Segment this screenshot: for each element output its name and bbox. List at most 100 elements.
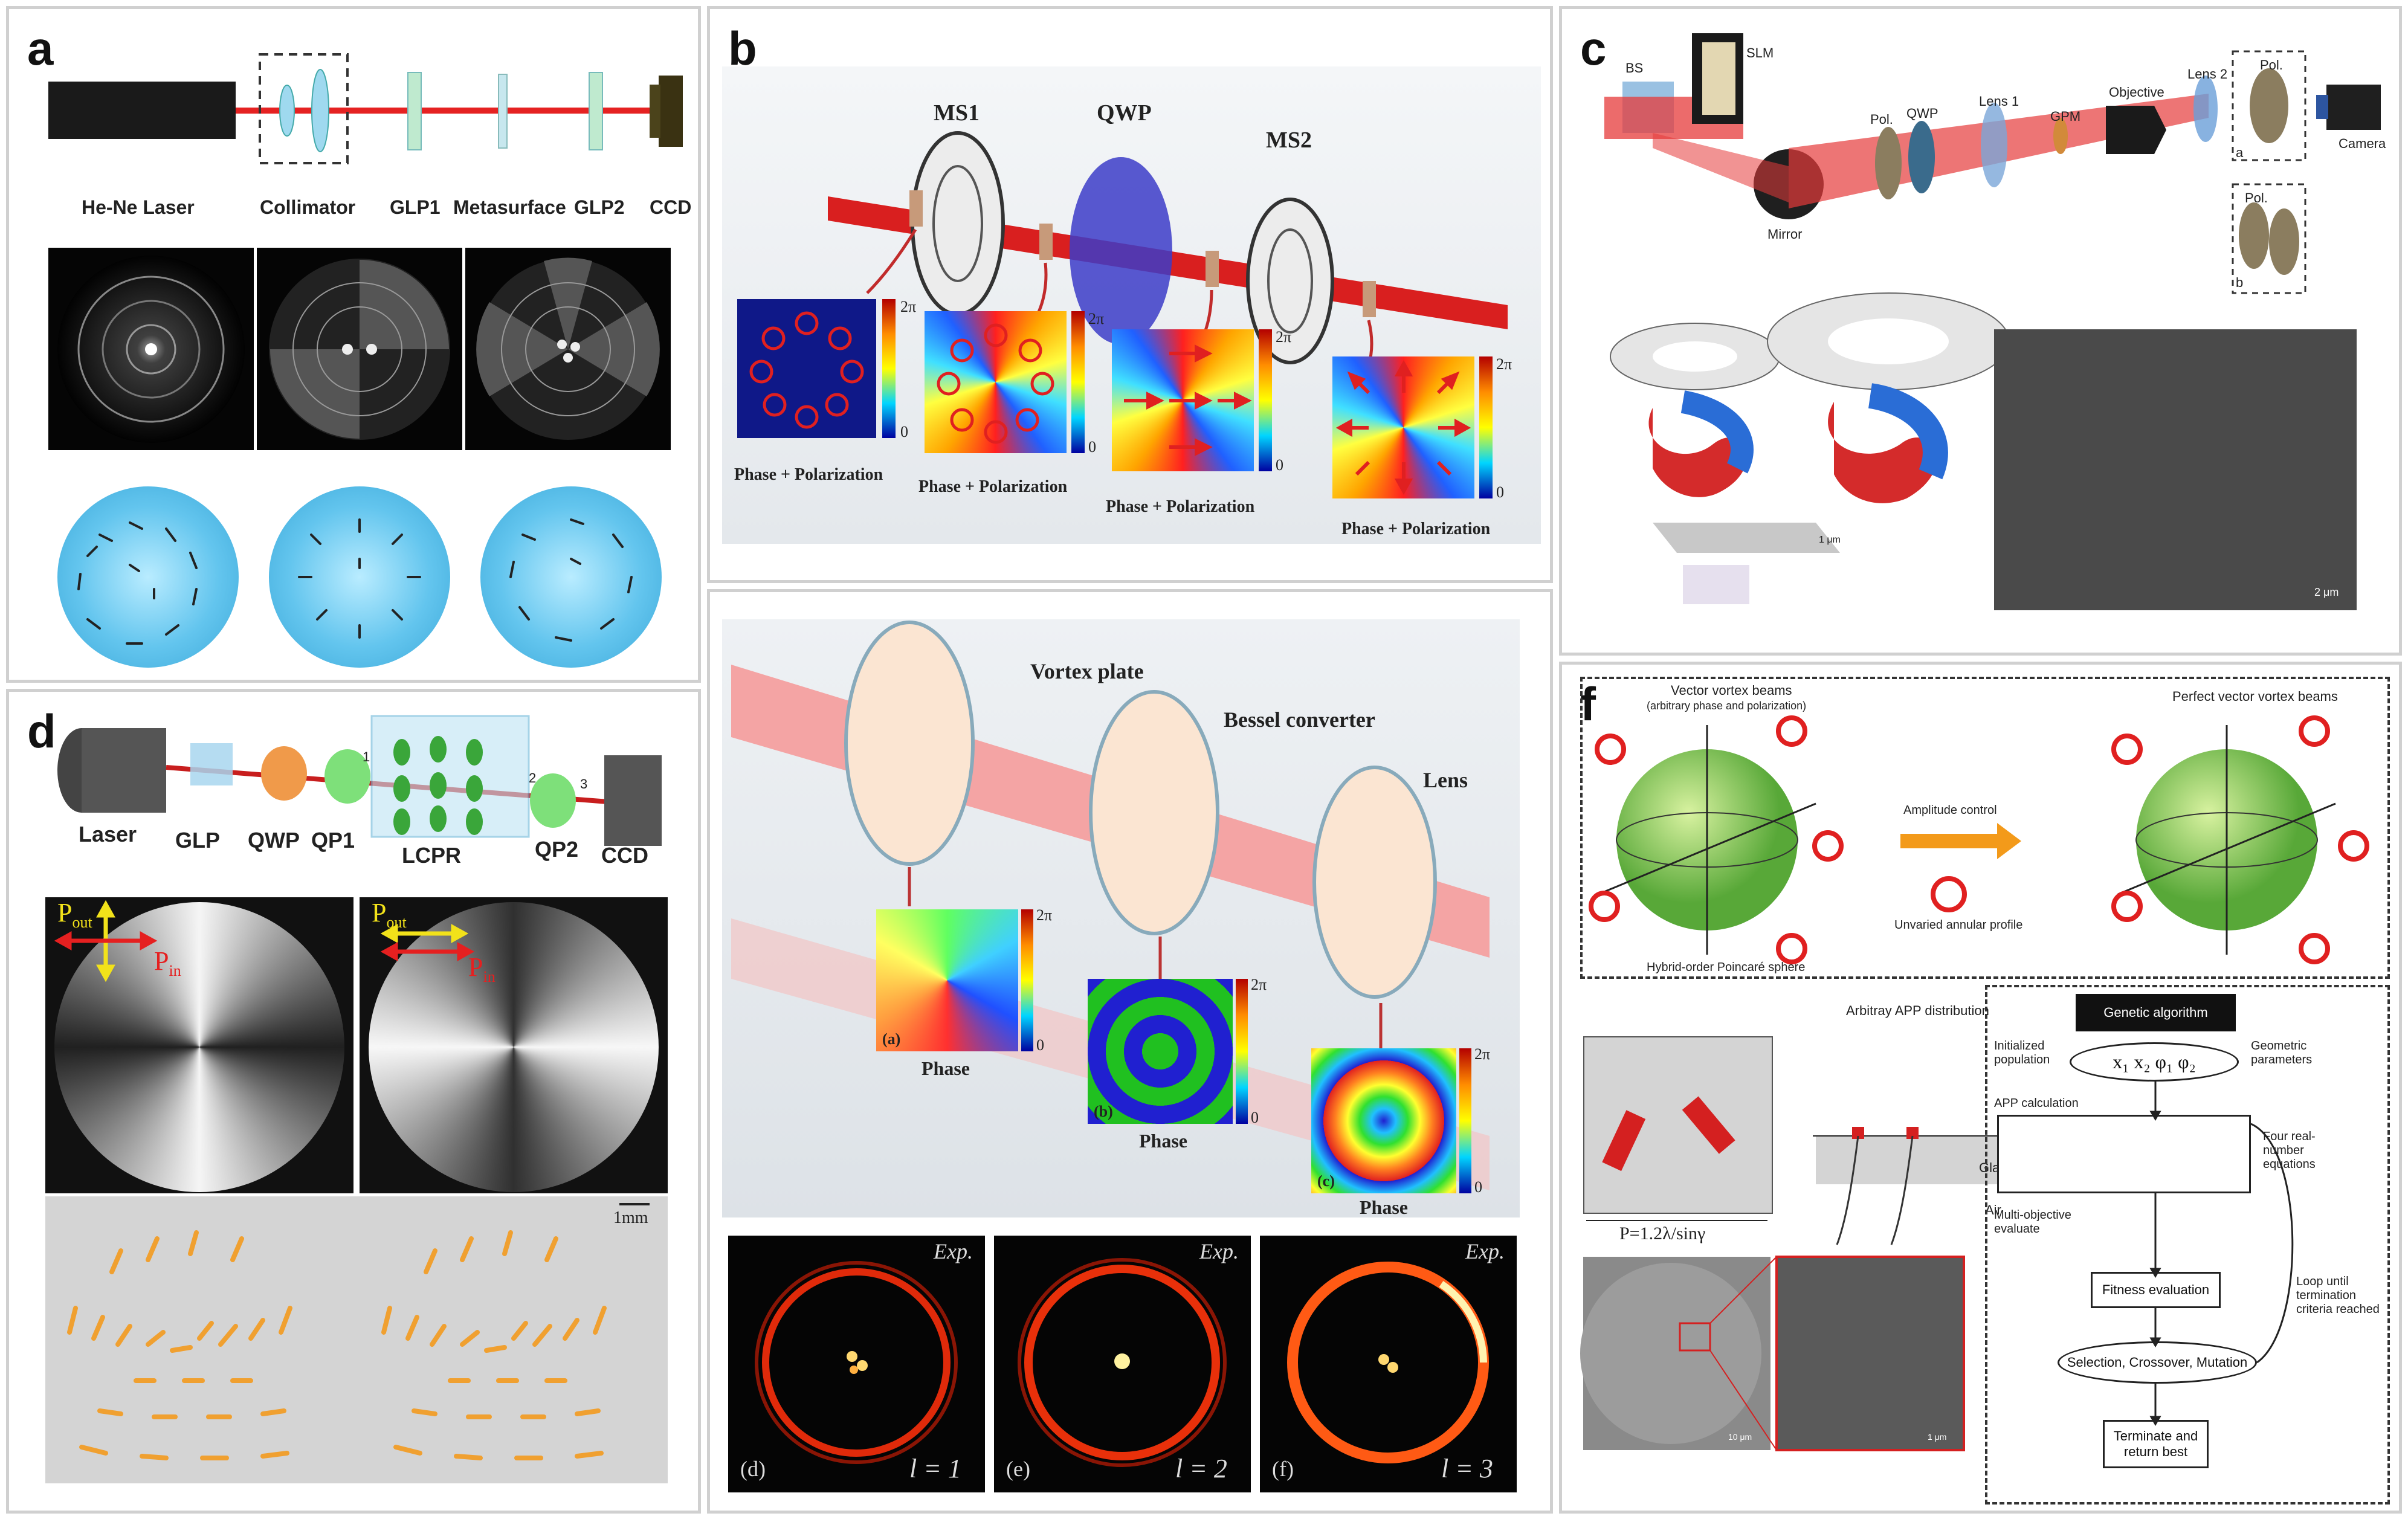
objective bbox=[2106, 106, 2166, 154]
phase-map-2 bbox=[925, 311, 1067, 453]
air-label: Air bbox=[1985, 1202, 2001, 1217]
colorbar-e2 bbox=[1236, 979, 1248, 1124]
lc-dashes bbox=[67, 1203, 650, 1460]
phase-lens bbox=[1311, 1048, 1456, 1193]
colorbar-min: 0 bbox=[1276, 456, 1283, 474]
panel-c: c BS SLM Pol. QWP Lens 1 bbox=[1559, 6, 2402, 656]
right-title: Perfect vector vortex beams bbox=[2172, 689, 2338, 704]
qwp bbox=[261, 746, 307, 801]
colorbar-2 bbox=[1071, 311, 1085, 453]
label-bs: BS bbox=[1625, 60, 1644, 76]
colorbar-min: 0 bbox=[1474, 1178, 1482, 1196]
colorbar-min: 0 bbox=[900, 423, 908, 440]
glp2 bbox=[589, 72, 603, 150]
label-glp1: GLP1 bbox=[390, 196, 441, 218]
caption-1: Phase + Polarization bbox=[734, 465, 883, 484]
colorbar-max: 2π bbox=[900, 298, 917, 315]
topological-charge-1: l = 1 bbox=[909, 1454, 961, 1483]
label-objective: Objective bbox=[2109, 85, 2164, 100]
colorbar-1 bbox=[882, 299, 896, 438]
exp-sub-d: (d) bbox=[740, 1457, 766, 1481]
ccd-front bbox=[650, 85, 660, 138]
colorbar-max: 2π bbox=[1251, 976, 1267, 993]
app-calc-label: APP calculation bbox=[1994, 1097, 2079, 1110]
label-ccd: CCD bbox=[601, 843, 648, 868]
panel-label: b bbox=[728, 22, 757, 75]
mark-1: 1 bbox=[363, 749, 370, 764]
topological-charge-2: l = 2 bbox=[1175, 1454, 1227, 1483]
equations-node bbox=[1997, 1115, 2251, 1193]
gpm bbox=[2053, 118, 2068, 154]
label-he-ne: He-Ne Laser bbox=[82, 196, 195, 218]
label-camera: Camera bbox=[2339, 136, 2386, 151]
beam-scene-b bbox=[828, 131, 1508, 366]
selection-node: Selection, Crossover, Mutation bbox=[2058, 1341, 2257, 1384]
collimator-box bbox=[259, 53, 349, 164]
inset-pol: Pol. bbox=[2245, 190, 2268, 205]
vars-node: x₁ x₂ φ₁ φ₂ bbox=[2070, 1042, 2239, 1082]
inset-b: b bbox=[2236, 275, 2244, 290]
sub-label-a: (a) bbox=[882, 1030, 901, 1048]
exp-image-2 bbox=[994, 1236, 1251, 1492]
label-qwp: QWP bbox=[248, 828, 300, 853]
qp2 bbox=[530, 773, 576, 828]
intensity-image-2 bbox=[257, 248, 462, 450]
left-subtitle: (arbitrary phase and polarization) bbox=[1647, 700, 1807, 712]
setup-diagram-a bbox=[48, 53, 683, 164]
geometric-label: Geometric parameters bbox=[2251, 1039, 2313, 1066]
left-title: Vector vortex beams bbox=[1671, 683, 1792, 698]
caption-3: Phase + Polarization bbox=[1106, 497, 1255, 516]
phase-label-1: Phase bbox=[922, 1057, 970, 1079]
panel-b: b MS1 QWP MS2 2π 0 2π 0 bbox=[707, 6, 1553, 583]
label-glp2: GLP2 bbox=[574, 196, 625, 218]
unvaried-label: Unvaried annular profile bbox=[1894, 918, 2023, 932]
phase-map-4 bbox=[1332, 356, 1474, 498]
ccd bbox=[604, 755, 662, 846]
polarization-arrows bbox=[54, 900, 475, 982]
panel-label: f bbox=[1580, 677, 1596, 730]
colorbar-max: 2π bbox=[1496, 355, 1512, 373]
label-metasurface: Metasurface bbox=[453, 196, 566, 218]
colorbar-min: 0 bbox=[1088, 438, 1096, 456]
metasurface-pattern-1 bbox=[57, 486, 239, 668]
mark-3: 3 bbox=[580, 776, 588, 792]
bessel-converter bbox=[1089, 690, 1219, 935]
label-collimator: Collimator bbox=[260, 196, 356, 218]
sem-image bbox=[1994, 329, 2357, 610]
phase-map-1 bbox=[737, 299, 876, 438]
p-out-1: Pout bbox=[57, 898, 92, 931]
colorbar-min: 0 bbox=[1496, 483, 1504, 501]
unit-cell bbox=[1583, 1036, 1773, 1214]
scale-2um: 2 μm bbox=[2314, 586, 2339, 598]
multi-label: Multi-objective evaluate bbox=[1994, 1208, 2071, 1236]
colorbar-max: 2π bbox=[1036, 906, 1053, 924]
qwp bbox=[1908, 121, 1935, 193]
ccd bbox=[659, 76, 683, 147]
phase-bessel bbox=[1088, 979, 1233, 1124]
laser-body bbox=[48, 82, 236, 139]
label-glp: GLP bbox=[175, 828, 221, 853]
colorbar-max: 2π bbox=[1474, 1045, 1491, 1063]
pol bbox=[1875, 127, 1902, 199]
label-ms2: MS2 bbox=[1266, 127, 1312, 153]
qp1 bbox=[324, 749, 370, 804]
colorbar-min: 0 bbox=[1251, 1109, 1259, 1126]
label-slm: SLM bbox=[1746, 45, 1774, 60]
lens-1 bbox=[1981, 103, 2007, 187]
lens-2 bbox=[311, 69, 329, 152]
exp-tag-2: Exp. bbox=[1199, 1239, 1239, 1263]
phase-label-2: Phase bbox=[1139, 1130, 1187, 1152]
exp-image-1 bbox=[728, 1236, 985, 1492]
app-title: Arbitray APP distribution bbox=[1846, 1003, 1989, 1018]
loop-label: Loop until termination criteria reached bbox=[2296, 1275, 2380, 1316]
panel-label: d bbox=[27, 705, 56, 758]
intensity-image-1 bbox=[48, 248, 254, 450]
lens-2 bbox=[2193, 76, 2218, 142]
caption-2: Phase + Polarization bbox=[918, 477, 1068, 496]
sub-label-b: (b) bbox=[1094, 1103, 1113, 1120]
label-mirror: Mirror bbox=[1767, 227, 1803, 242]
lens bbox=[1312, 766, 1437, 999]
ms2-disk bbox=[1246, 198, 1334, 364]
label-qp2: QP2 bbox=[535, 837, 579, 862]
colorbar-e3 bbox=[1459, 1048, 1471, 1193]
